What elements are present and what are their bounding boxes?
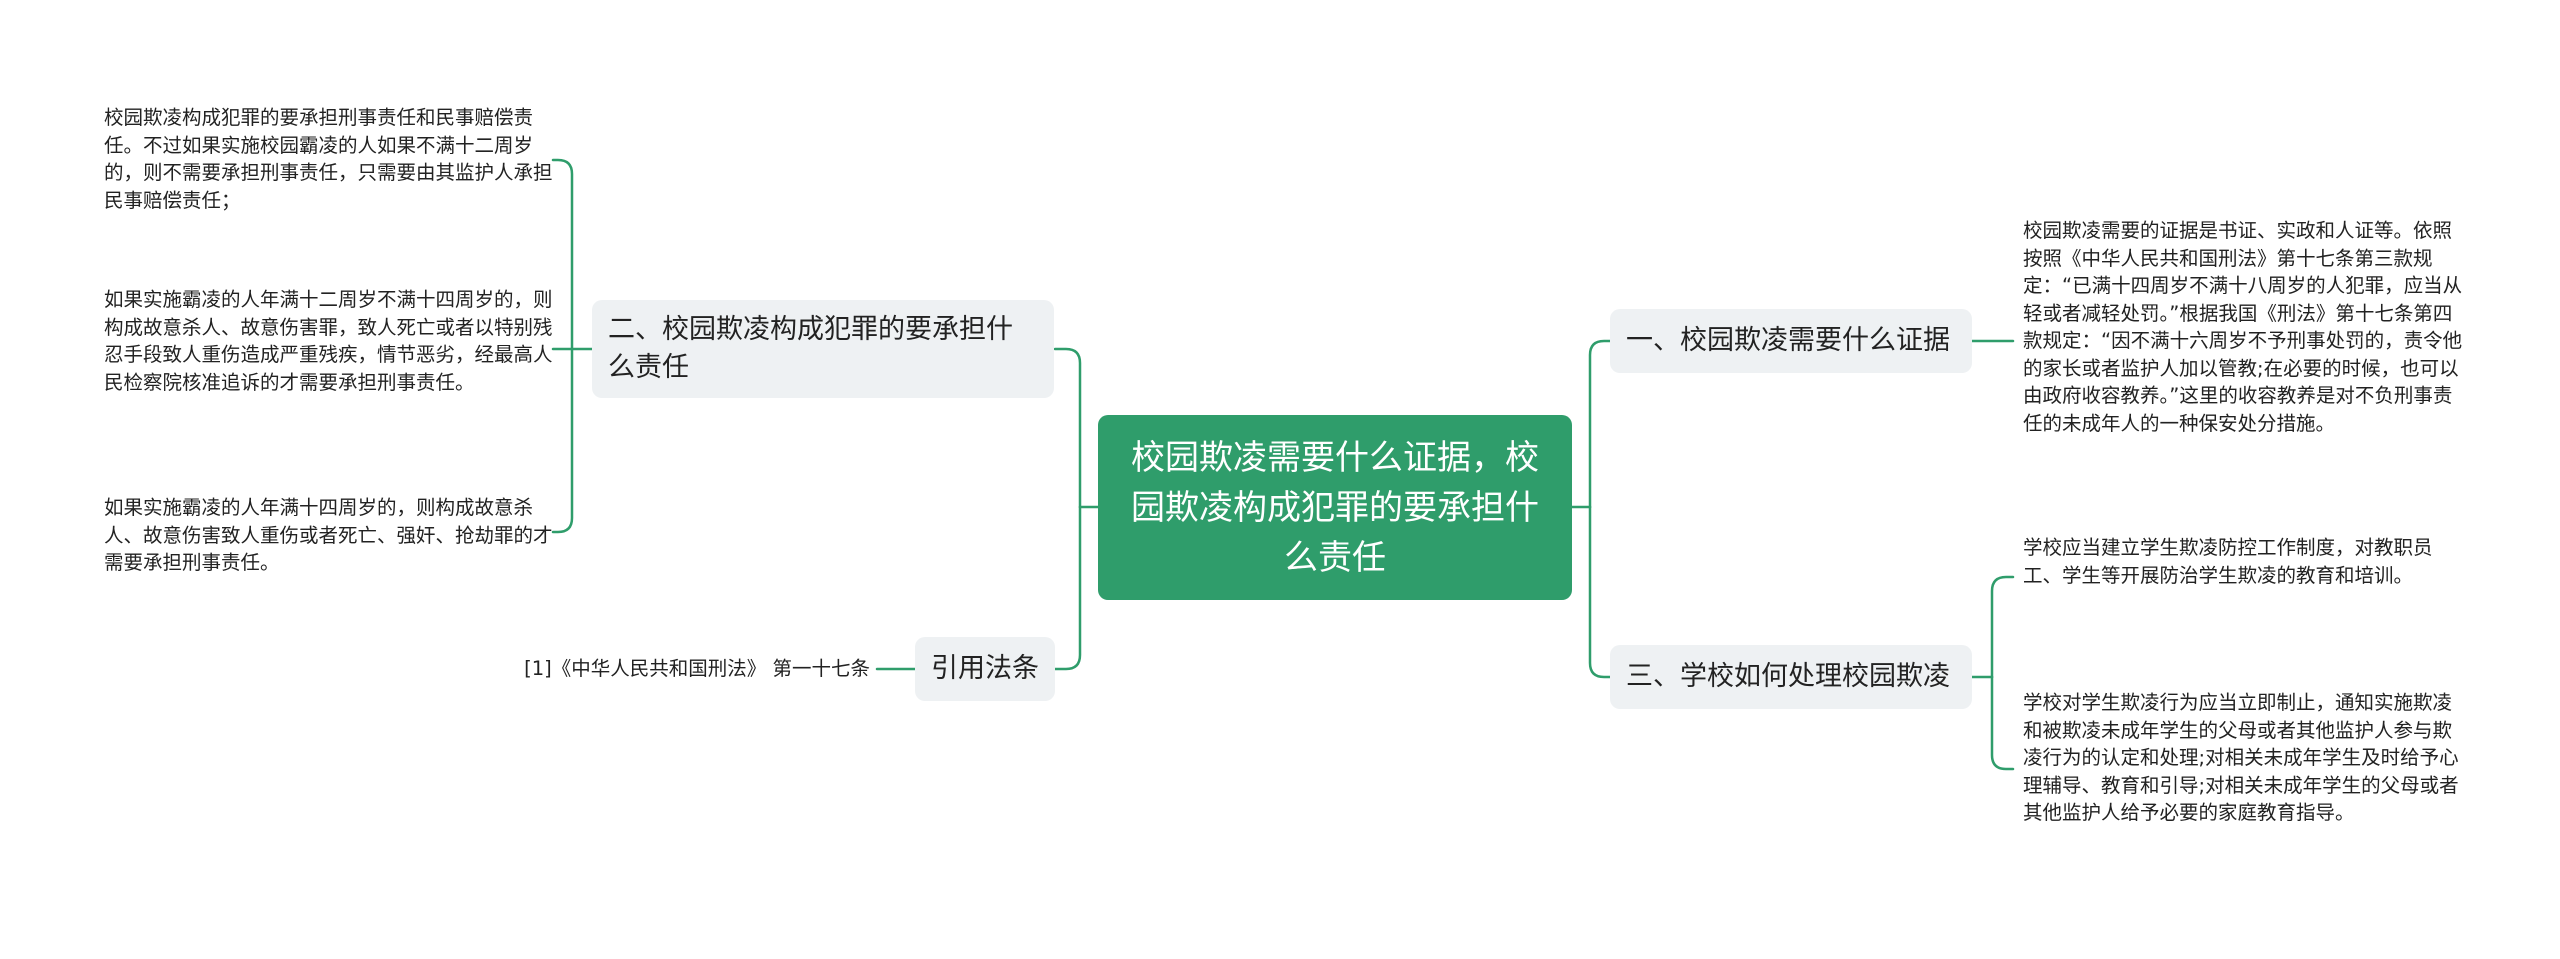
branch-criminal-liability-label: 二、校园欺凌构成犯罪的要承担什么责任 [608,314,1013,383]
connector-root-to-evidence [1588,339,1612,509]
branch-legal-reference-label: 引用法条 [931,653,1039,684]
branch-evidence-label: 一、校园欺凌需要什么证据 [1626,325,1950,356]
criminal-liability-detail-2[interactable]: 如果实施霸凌的人年满十二周岁不满十四周岁的，则构成故意杀人、故意伤害罪，致人死亡… [104,288,553,394]
root-topic[interactable]: 校园欺凌需要什么证据，校园欺凌构成犯罪的要承担什么责任 [1098,415,1572,600]
branch-evidence[interactable]: 一、校园欺凌需要什么证据 [1610,309,1972,373]
handling-detail-2[interactable]: 学校对学生欺凌行为应当立即制止，通知实施欺凌和被欺凌未成年学生的父母或者其他监护… [2023,691,2459,824]
connector-root-to-handling [1588,505,1612,679]
connector-criminal-detail-1 [551,158,574,351]
branch-criminal-liability[interactable]: 二、校园欺凌构成犯罪的要承担什么责任 [592,300,1054,398]
connector-root-to-legal-reference [1053,505,1082,671]
criminal-liability-detail-3[interactable]: 如果实施霸凌的人年满十四周岁的，则构成故意杀人、故意伤害致人重伤或者死亡、强奸、… [104,496,553,574]
legal-reference-detail[interactable]: [1]《中华人民共和国刑法》 第一十七条 [524,657,870,680]
branch-handling-label: 三、学校如何处理校园欺凌 [1626,661,1950,692]
branch-legal-reference[interactable]: 引用法条 [915,637,1055,701]
branch-handling[interactable]: 三、学校如何处理校园欺凌 [1610,645,1972,709]
connector-root-to-criminal-liability [1053,347,1082,509]
connector-handling-detail-1 [1990,575,2015,679]
connector-criminal-detail-3 [551,347,574,534]
handling-detail-1[interactable]: 学校应当建立学生欺凌防控工作制度，对教职员工、学生等开展防治学生欺凌的教育和培训… [2023,536,2433,587]
evidence-detail[interactable]: 校园欺凌需要的证据是书证、实政和人证等。依照按照《中华人民共和国刑法》第十七条第… [2023,219,2463,435]
criminal-liability-detail-1[interactable]: 校园欺凌构成犯罪的要承担刑事责任和民事赔偿责任。不过如果实施校园霸凌的人如果不满… [104,106,553,212]
connector-handling-detail-2 [1990,675,2015,771]
root-topic-label: 校园欺凌需要什么证据，校园欺凌构成犯罪的要承担什么责任 [1131,437,1539,578]
